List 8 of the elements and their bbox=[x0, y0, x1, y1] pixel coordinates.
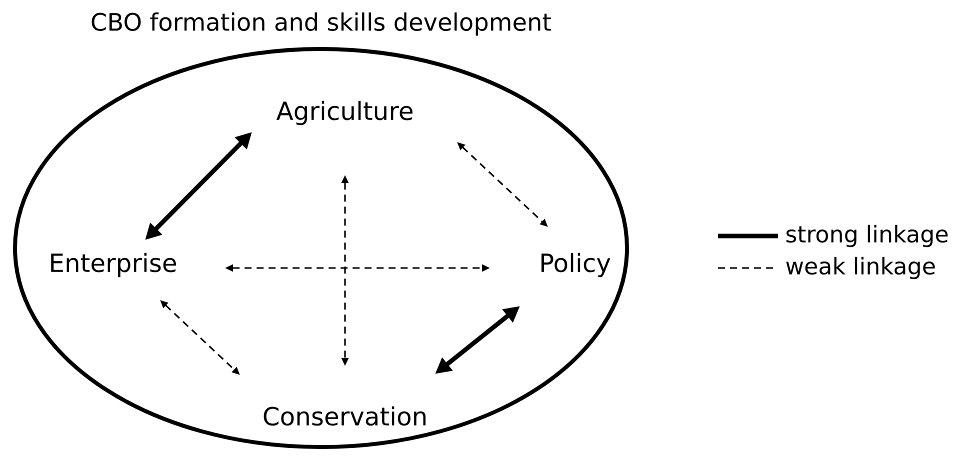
node-label: Agriculture bbox=[276, 100, 412, 126]
node-label: Policy bbox=[542, 252, 610, 278]
legend-item: weak linkage bbox=[718, 256, 935, 280]
node-label: Conservation bbox=[264, 406, 426, 426]
heading: CBO formation and skills development bbox=[92, 12, 552, 36]
legend-item: strong linkage bbox=[718, 224, 948, 248]
node-label: Enterprise bbox=[51, 252, 176, 278]
ellipse bbox=[13, 47, 629, 449]
